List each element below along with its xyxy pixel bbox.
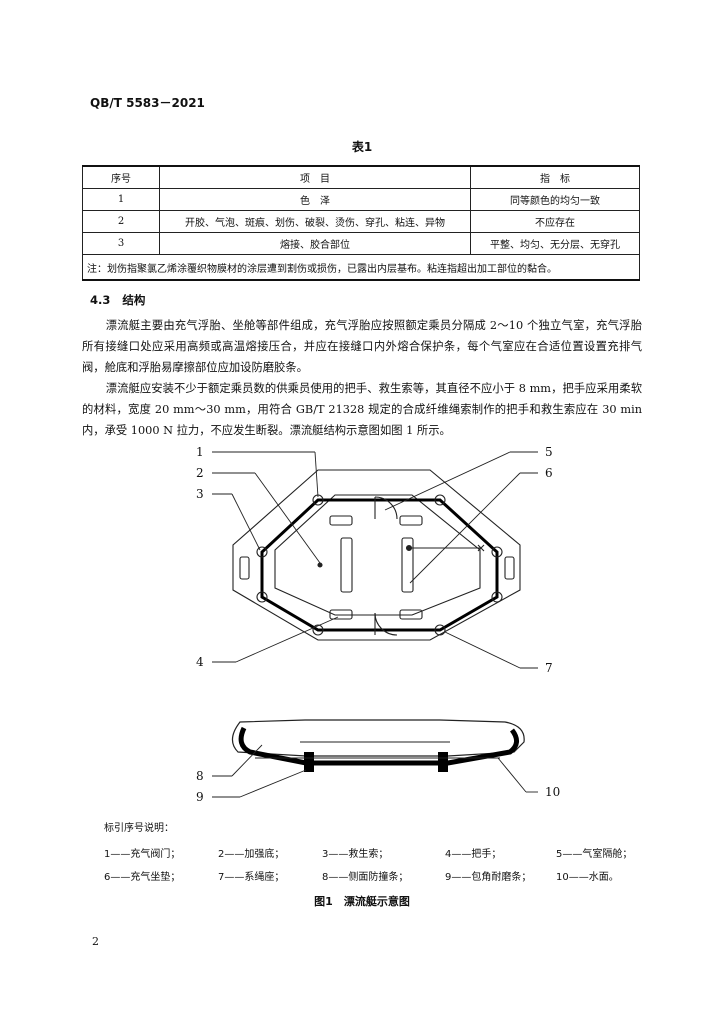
raft-inner-outline: [274, 494, 481, 616]
legend-title: 标引序号说明：: [104, 823, 174, 834]
legend-item: 8——侧面防撞条；: [322, 872, 409, 883]
raft-outer-outline: [232, 469, 521, 641]
paragraph: 漂流艇主要由充气浮胎、坐舱等部件组成，充气浮胎应按照额定乘员分隔成 2～10 个…: [82, 319, 642, 374]
abrasion-strip: [438, 752, 448, 772]
spec-table: 序号 项 目 指 标 1 色 泽 同等颜色的均匀一致 2 开胶、气泡、斑痕、划伤…: [82, 165, 640, 281]
inflation-valve: [317, 562, 323, 568]
table-header-row: 序号 项 目 指 标: [82, 165, 640, 189]
callout-label: 3: [196, 487, 204, 501]
tie-mount: [256, 546, 268, 558]
tie-mount: [491, 546, 503, 558]
callout-label: 1: [196, 445, 204, 459]
handle: [399, 609, 423, 620]
legend-item: 2——加强底；: [218, 849, 285, 860]
tie-mount: [256, 591, 268, 603]
legend-item: 1——充气阀门；: [104, 849, 181, 860]
handle: [329, 515, 353, 526]
table-cell: 熔接、胶合部位: [159, 232, 471, 255]
table-note: 注：划伤指聚氯乙烯涂覆织物膜材的涂层遭到割伤或损伤，已露出内层基布。粘连指超出加…: [82, 254, 640, 281]
table-row: 3 熔接、胶合部位 平整、均匀、无分层、无穿孔: [82, 232, 640, 255]
raft-side-view: [212, 719, 538, 798]
section-heading: 4.3 结构: [90, 292, 145, 308]
table-cell: 平整、均匀、无分层、无穿孔: [470, 232, 640, 255]
legend-item: 5——气室隔舱；: [556, 849, 633, 860]
table-row: 2 开胶、气泡、斑痕、划伤、破裂、烫伤、穿孔、粘连、异物 不应存在: [82, 210, 640, 233]
tie-mount: [312, 624, 324, 636]
section-title: 结构: [122, 293, 146, 307]
page-number: 2: [92, 935, 99, 948]
legend-item: 9——包角耐磨条；: [445, 872, 532, 883]
legend-item: 3——救生索；: [322, 849, 389, 860]
callout-label: 9: [196, 790, 204, 804]
raft-lifeline: [260, 498, 499, 632]
chamber-divider: [374, 496, 398, 520]
legend-item: 10——水面。: [556, 872, 619, 883]
abrasion-strip: [304, 752, 314, 772]
callout-label: 7: [545, 661, 553, 675]
handle: [504, 556, 515, 580]
figure-caption: 图1 漂流艇示意图: [314, 895, 410, 908]
leader-lines: [212, 451, 538, 669]
tie-mount: [491, 591, 503, 603]
handle: [239, 556, 250, 580]
paragraph: 漂流艇应安装不少于额定乘员数的供乘员使用的把手、救生索等，其直径不应小于 8 m…: [82, 382, 642, 437]
callout-label: 6: [545, 466, 553, 480]
callout-label: 2: [196, 466, 204, 480]
tie-mount: [434, 494, 446, 506]
chamber-divider: [374, 612, 398, 636]
legend-item: 7——系绳座；: [218, 872, 285, 883]
callout-label: 4: [196, 655, 204, 669]
document-header: QB/T 5583－2021: [90, 96, 205, 110]
section-number: 4.3: [90, 293, 111, 307]
table-caption: 表1: [351, 140, 373, 154]
handle: [399, 515, 423, 526]
legend-item: 6——充气坐垫；: [104, 872, 181, 883]
seat-cushion: [340, 537, 353, 593]
table-note-row: 注：划伤指聚氯乙烯涂覆织物膜材的涂层遭到割伤或损伤，已露出内层基布。粘连指超出加…: [82, 254, 640, 281]
callout-label: 10: [545, 785, 560, 799]
seat-cushion: [401, 537, 414, 593]
legend-item: 4——把手；: [445, 849, 502, 860]
callout-label: 5: [545, 445, 553, 459]
callout-label: 8: [196, 769, 204, 783]
tie-mount: [434, 624, 446, 636]
handle: [329, 609, 353, 620]
